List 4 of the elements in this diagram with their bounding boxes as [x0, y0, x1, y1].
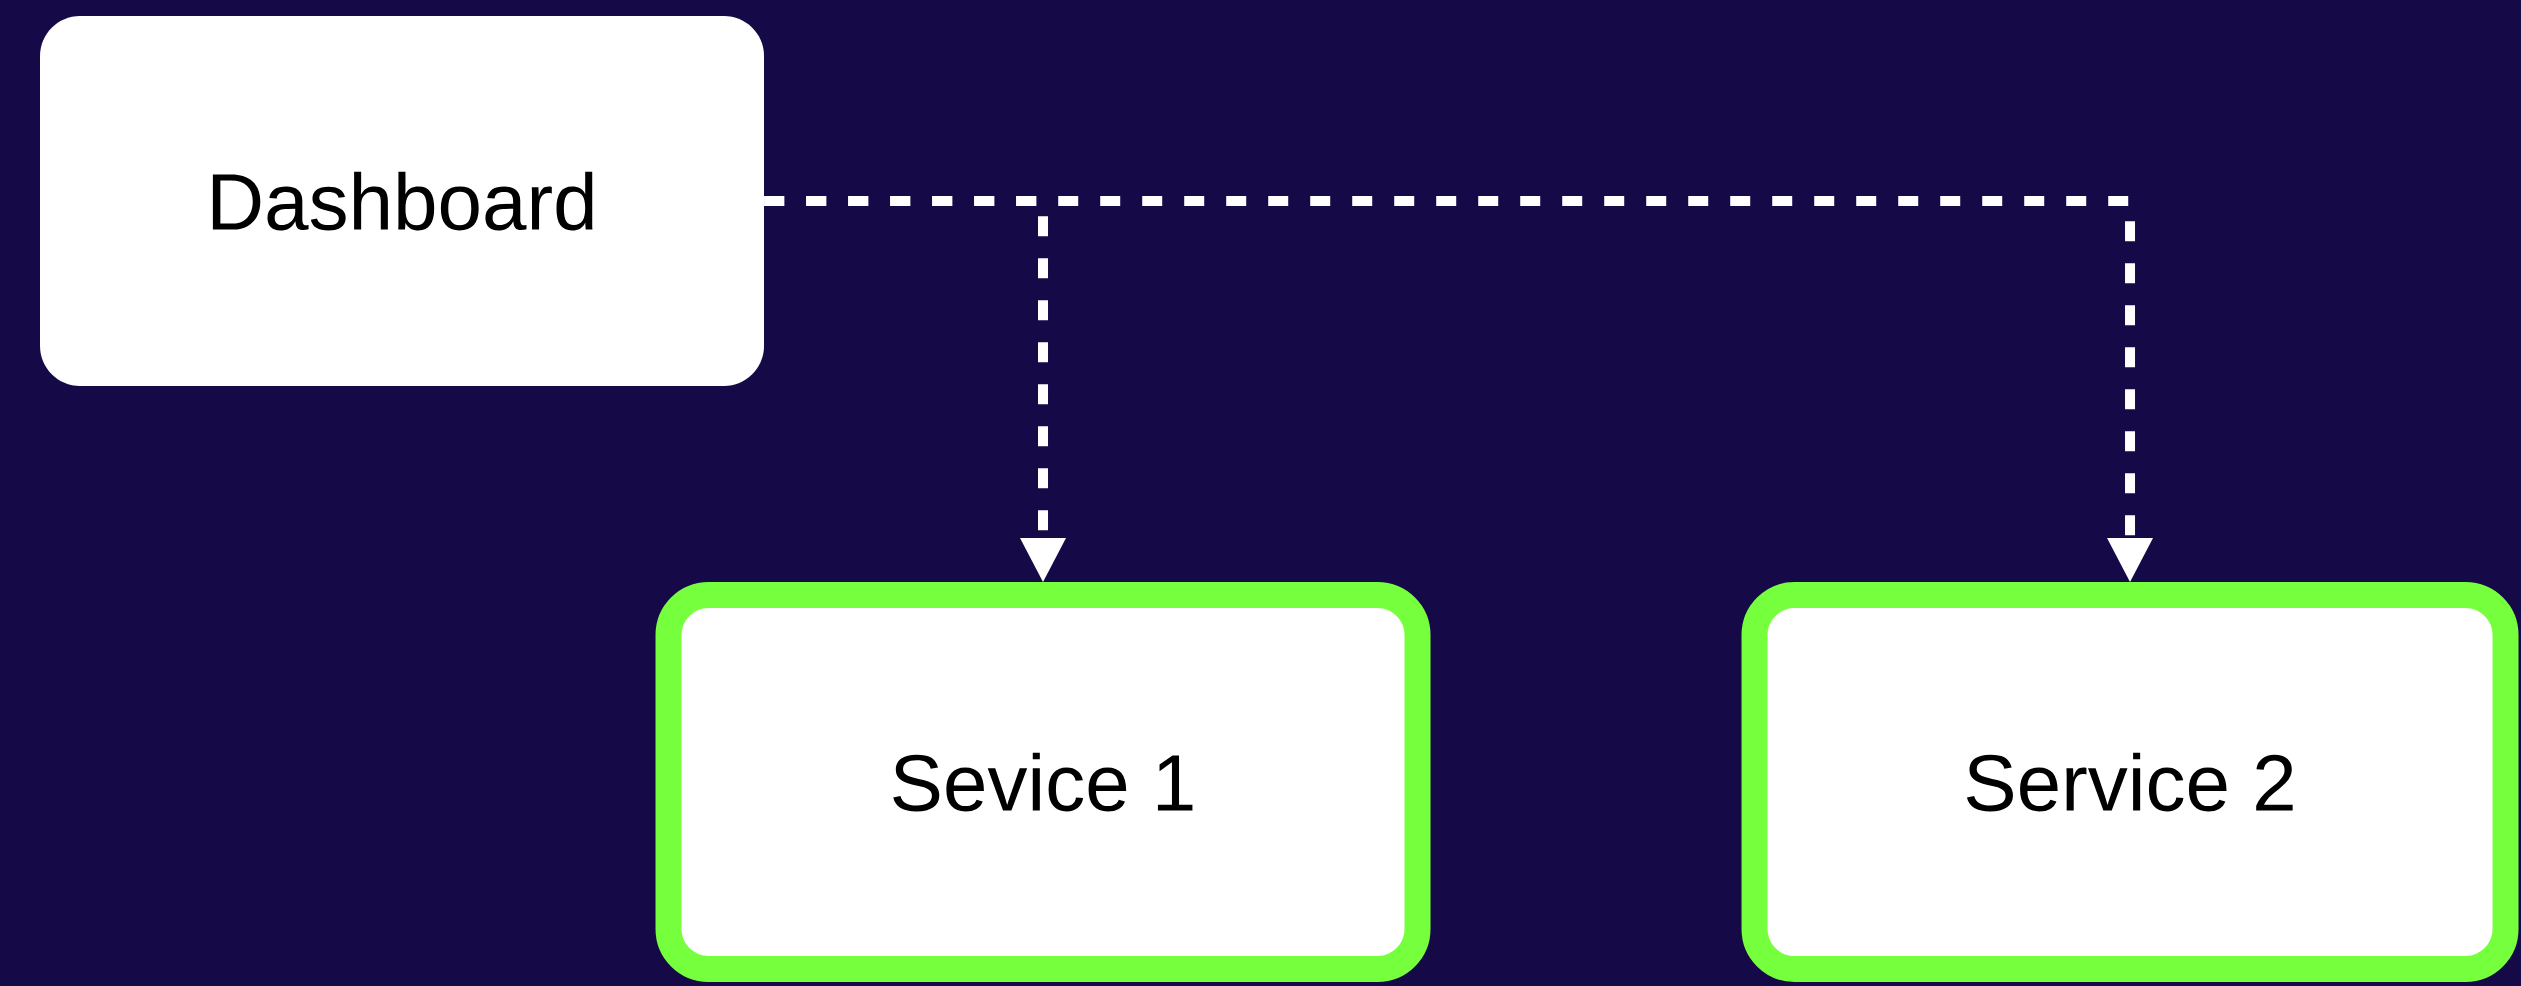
service-box: Sevice 1: [655, 582, 1431, 982]
service-box: Service 2: [1741, 582, 2519, 982]
process-box: Dashboard: [40, 16, 764, 386]
arrow: [764, 196, 2154, 582]
